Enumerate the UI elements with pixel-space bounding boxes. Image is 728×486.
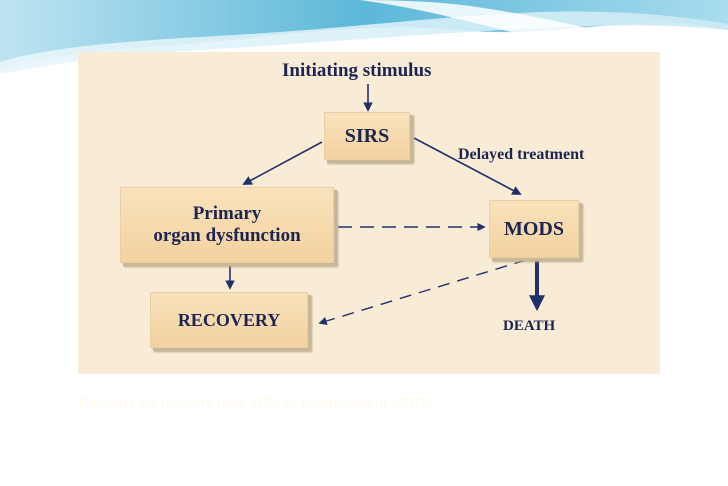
primary-label-line1: Primary bbox=[192, 203, 262, 225]
mods-box: MODS bbox=[489, 200, 579, 258]
primary-dysfunction-box: Primary organ dysfunction bbox=[120, 187, 334, 263]
primary-label-line2: organ dysfunction bbox=[153, 225, 301, 246]
death-label: DEATH bbox=[503, 318, 556, 334]
stimulus-label: Initiating stimulus bbox=[282, 60, 432, 81]
arrow-sirs-to-mods bbox=[413, 137, 522, 195]
mods-label: MODS bbox=[504, 217, 564, 240]
header-wave-decoration bbox=[0, 0, 728, 74]
diagram-panel: Initiating stimulus SIRS Delayed treatme… bbox=[78, 52, 660, 374]
arrow-sirs-to-primary bbox=[242, 141, 323, 185]
figure-caption: Pathways for recovery from SIRS or progr… bbox=[78, 395, 434, 411]
recovery-label: RECOVERY bbox=[177, 309, 281, 330]
delayed-treatment-label: Delayed treatment bbox=[458, 146, 585, 163]
arrow-mods-to-recovery-dashed bbox=[318, 259, 527, 326]
sirs-label: SIRS bbox=[344, 124, 390, 147]
sirs-box: SIRS bbox=[324, 112, 410, 160]
recovery-box: RECOVERY bbox=[150, 292, 308, 348]
flow-arrows bbox=[225, 84, 545, 326]
